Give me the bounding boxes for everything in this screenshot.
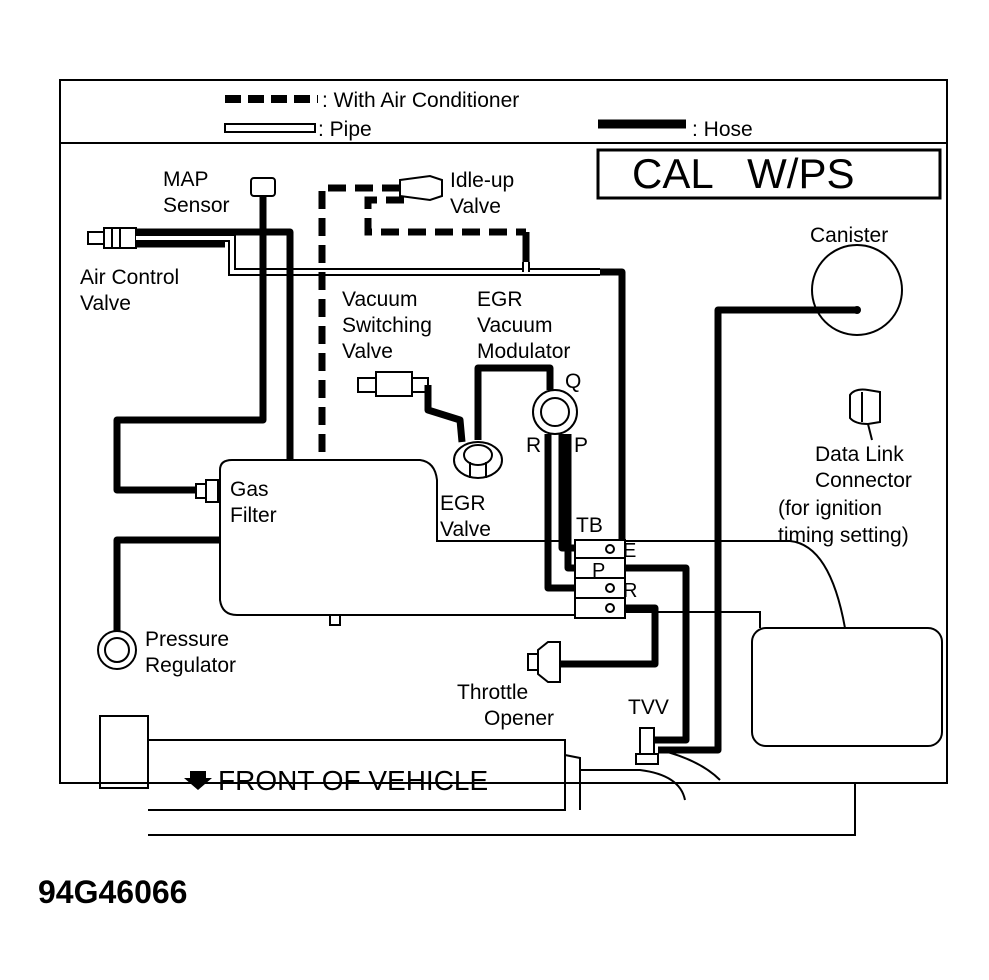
tvv <box>635 727 659 765</box>
egr-modulator-label-2: Vacuum <box>477 314 552 337</box>
dlc-label-1: Data Link <box>815 443 904 466</box>
dlc-label-3: (for ignition <box>778 497 882 520</box>
pressure-regulator-label-1: Pressure <box>145 628 229 651</box>
diagram-frame <box>59 79 948 784</box>
throttle-opener-label-1: Throttle <box>457 681 528 704</box>
pressure-regulator <box>97 630 137 670</box>
idle-up-valve <box>399 174 443 202</box>
vacuum-switching-valve <box>357 371 429 397</box>
map-sensor <box>250 177 276 197</box>
egr-modulator-label-3: Modulator <box>477 340 570 363</box>
canister-label: Canister <box>810 224 888 247</box>
egr-vacuum-modulator <box>532 389 578 435</box>
egr-modulator-label-1: EGR <box>477 288 523 311</box>
air-control-label-1: Air Control <box>80 266 179 289</box>
egr-valve <box>453 441 503 479</box>
dlc-label-2: Connector <box>815 469 912 492</box>
gas-filter-label-1: Gas <box>230 478 269 501</box>
modulator-port-q: Q <box>565 370 581 393</box>
throttle-opener <box>527 641 561 683</box>
hose-runs <box>113 196 857 754</box>
canister <box>811 244 903 336</box>
terminal-block <box>574 539 626 619</box>
map-sensor-label-1: MAP <box>163 168 209 191</box>
pipe-runs <box>136 234 600 276</box>
idle-up-label-2: Valve <box>450 195 501 218</box>
tb-port-p: P <box>592 560 605 582</box>
dlc-label-4: timing setting) <box>778 524 909 547</box>
battery-outline <box>751 627 943 747</box>
tb-label: TB <box>576 514 603 537</box>
tb-port-e: E <box>623 540 636 562</box>
data-link-connector <box>849 388 881 441</box>
variant-box <box>596 148 942 200</box>
modulator-port-p: P <box>574 434 588 457</box>
variant-label: CAL W/PS <box>632 150 855 197</box>
vsv-label-1: Vacuum <box>342 288 417 311</box>
gas-filter-label-2: Filter <box>230 504 277 527</box>
tb-port-r: R <box>623 580 637 602</box>
front-of-vehicle-label: FRONT OF VEHICLE <box>218 765 488 796</box>
legend-hose-label: : Hose <box>692 118 753 141</box>
vsv-label-2: Switching <box>342 314 432 337</box>
gas-filter-fitting <box>195 479 219 503</box>
air-control-label-2: Valve <box>80 292 131 315</box>
front-arrow-icon <box>184 771 212 790</box>
figure-id: 94G46066 <box>38 874 187 910</box>
map-sensor-label-2: Sensor <box>163 194 230 217</box>
pressure-regulator-label-2: Regulator <box>145 654 236 677</box>
engine-outline <box>99 459 947 836</box>
throttle-opener-label-2: Opener <box>484 707 554 730</box>
ac-hose-runs <box>318 184 526 460</box>
legend-ac-label: : With Air Conditioner <box>322 89 519 112</box>
idle-up-label-1: Idle-up <box>450 169 514 192</box>
vsv-label-3: Valve <box>342 340 393 363</box>
legend-pipe-label: : Pipe <box>318 118 372 141</box>
legend: : With Air Conditioner : Pipe : Hose <box>224 89 753 141</box>
egr-valve-label-1: EGR <box>440 492 486 515</box>
egr-valve-label-2: Valve <box>440 518 491 541</box>
legend-pipe-swatch <box>224 123 316 133</box>
air-control-valve <box>87 227 137 249</box>
tvv-label: TVV <box>628 696 669 719</box>
modulator-port-r: R <box>526 434 541 457</box>
